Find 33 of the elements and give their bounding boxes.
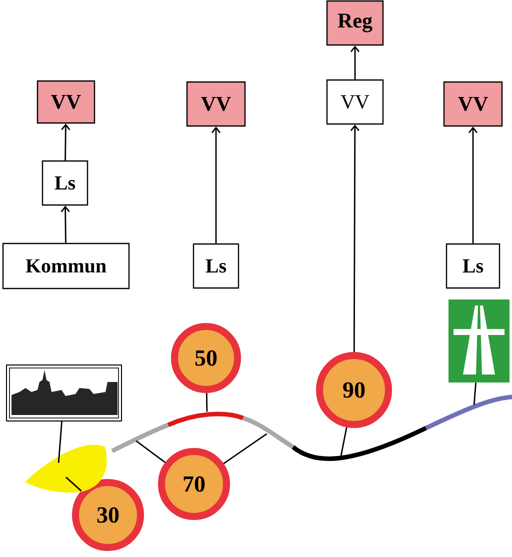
label-box: Ls (446, 243, 500, 289)
arrow (350, 124, 360, 352)
arrow (61, 124, 70, 160)
road-segment (425, 394, 512, 430)
label-box: VV (443, 81, 503, 127)
speed-limit-sign: 90 (316, 352, 392, 428)
city-sign-drawing (6, 364, 122, 422)
label-box: Reg (326, 0, 384, 46)
leader-line (58, 421, 62, 463)
label-box: Ls (192, 243, 240, 289)
speed-limit-sign: 30 (72, 479, 144, 551)
leader-line (206, 392, 208, 412)
arrow (350, 46, 360, 80)
motorway-sign-drawing (448, 300, 510, 382)
town-area (25, 444, 107, 492)
road-segment (111, 422, 169, 454)
label-box: Kommun (2, 242, 130, 290)
leader-line (136, 440, 166, 464)
label-box: Ls (42, 160, 88, 206)
road-segment (292, 426, 427, 461)
label-box: VV (36, 80, 96, 124)
arrow (60, 206, 70, 243)
label-box: VV (326, 79, 384, 125)
leader-line (223, 433, 268, 464)
leader-line (66, 476, 82, 492)
label-box: VV (186, 81, 246, 127)
speed-limit-sign: 70 (158, 448, 230, 520)
road-segment (242, 416, 294, 449)
leader-line (473, 382, 476, 405)
speed-limit-sign: 50 (171, 323, 241, 393)
arrow (211, 126, 221, 244)
arrow (468, 126, 478, 244)
road-segment (167, 412, 244, 428)
